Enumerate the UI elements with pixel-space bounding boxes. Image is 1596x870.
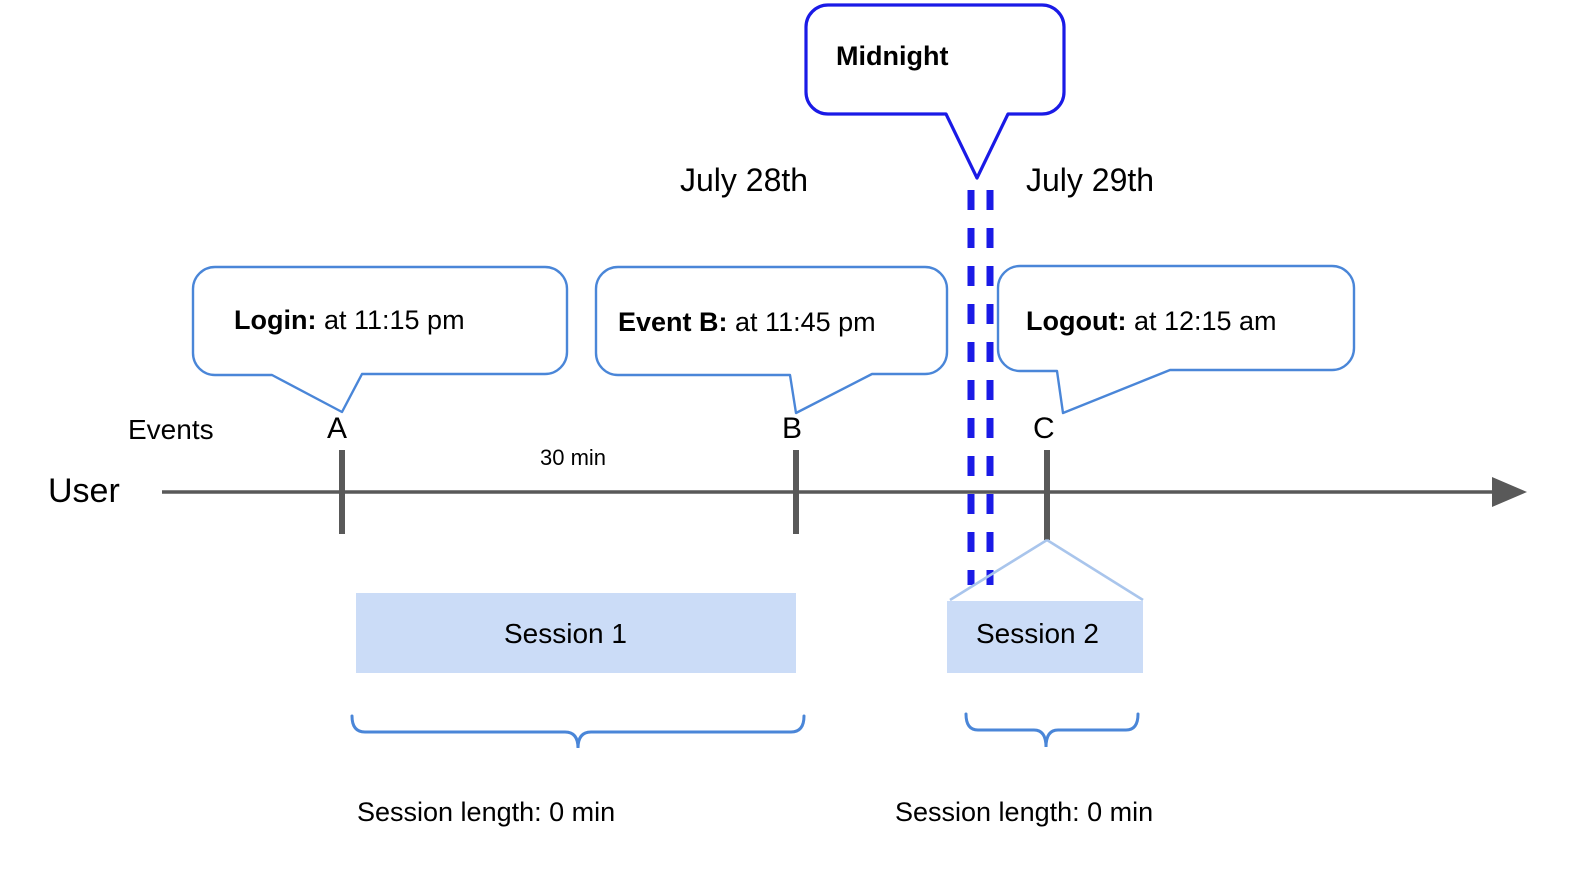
callout-logout-bold: Logout: bbox=[1026, 306, 1127, 336]
event-marker-c: C bbox=[1033, 412, 1055, 445]
midnight-callout-label: Midnight bbox=[836, 41, 949, 71]
session-1-label: Session 1 bbox=[504, 618, 627, 649]
brace-session-1 bbox=[350, 714, 806, 749]
callout-login-rest: at 11:15 pm bbox=[316, 305, 465, 335]
session2-leader-lines bbox=[949, 538, 1144, 602]
event-marker-b: B bbox=[782, 412, 803, 445]
callout-shape-event-b bbox=[594, 265, 949, 415]
callout-shape-login bbox=[191, 265, 569, 414]
row-label-user: User bbox=[48, 472, 120, 510]
session-boxes bbox=[356, 593, 1143, 673]
session-2-length-label: Session length: 0 min bbox=[895, 797, 1154, 827]
timeline-axis bbox=[162, 477, 1527, 507]
row-label-events: Events bbox=[128, 414, 214, 445]
callout-label-logout: Logout: at 12:15 am bbox=[1026, 306, 1277, 337]
session-1-length-label: Session length: 0 min bbox=[357, 797, 616, 827]
callout-event-b-rest: at 11:45 pm bbox=[727, 307, 876, 337]
date-label-july-29: July 29th bbox=[1026, 162, 1155, 198]
callout-shape-logout bbox=[996, 264, 1356, 415]
date-label-july-28: July 28th bbox=[680, 162, 809, 198]
gap-duration-label: 30 min bbox=[540, 445, 607, 470]
midnight-dashed-lines bbox=[967, 190, 994, 585]
callout-event-b-bold: Event B: bbox=[618, 307, 728, 337]
callout-label-login: Login: at 11:15 pm bbox=[234, 305, 465, 336]
midnight-callout-shape bbox=[804, 3, 1066, 180]
callout-login-bold: Login: bbox=[234, 305, 317, 335]
session-2-label: Session 2 bbox=[976, 618, 1099, 649]
event-tick-marks bbox=[339, 450, 1050, 540]
callout-label-event-b: Event B: at 11:45 pm bbox=[618, 307, 876, 338]
event-marker-a: A bbox=[327, 412, 348, 445]
session-2-box bbox=[947, 601, 1143, 673]
brace-session-2 bbox=[964, 712, 1140, 748]
callout-logout-rest: at 12:15 am bbox=[1126, 306, 1277, 336]
session-1-box bbox=[356, 593, 796, 673]
